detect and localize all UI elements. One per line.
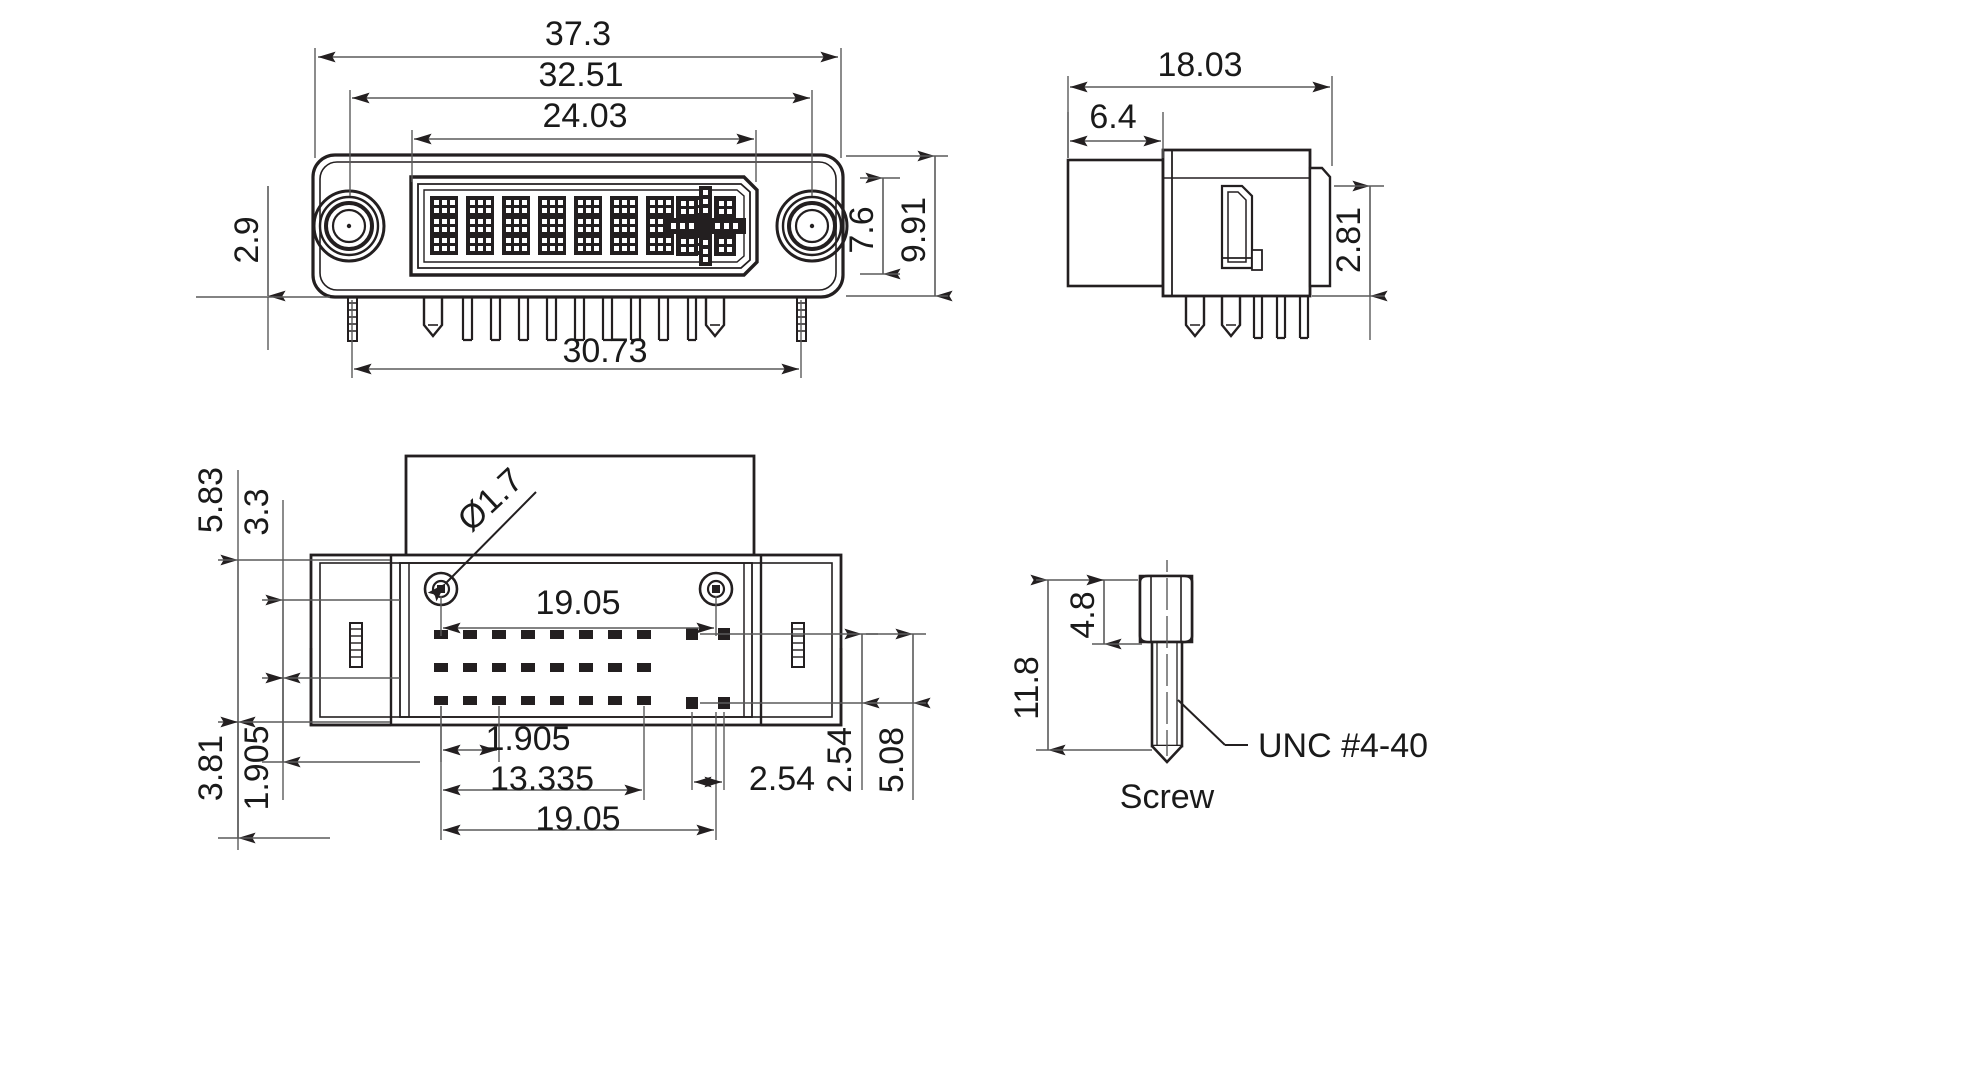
dim-30-73: 30.73: [562, 332, 647, 370]
dim-32-51: 32.51: [538, 56, 623, 94]
dim-4-8: 4.8: [1064, 591, 1102, 638]
dim-13-335: 13.335: [490, 760, 594, 798]
dim-2-54-vert: 2.54: [821, 727, 859, 793]
dim-37-3: 37.3: [545, 15, 611, 53]
bottom-mounting-hole-right: [698, 571, 734, 607]
pad-row-3: [434, 696, 651, 705]
screw-thread-callout: UNC #4-40: [1258, 727, 1428, 765]
bottom-main-plate: [309, 553, 843, 727]
side-front-flange: [1066, 158, 1165, 288]
dim-19-05-total: 19.05: [535, 800, 620, 838]
side-rear-shroud: [1220, 166, 1332, 288]
dim-19-05-holes: 19.05: [535, 584, 620, 622]
dim-6-4: 6.4: [1089, 98, 1136, 136]
bottom-diameter-leader: [427, 491, 537, 602]
pad-row-2: [434, 663, 651, 672]
dim-1-905-left: 1.905: [238, 725, 276, 810]
dim-1-905-bottom: 1.905: [485, 720, 570, 758]
dim-11-8: 11.8: [1008, 656, 1046, 720]
dim-5-83: 5.83: [192, 467, 230, 533]
dim-3-3: 3.3: [238, 488, 276, 535]
screw-head: [1138, 574, 1194, 644]
screw-dimension-lines: [1030, 574, 1248, 756]
dim-5-08: 5.08: [873, 727, 911, 793]
front-left-mounting-boss: [312, 189, 386, 263]
dim-24-03: 24.03: [542, 97, 627, 135]
side-solder-tails: [1184, 296, 1310, 340]
screw-caption: Screw: [1120, 778, 1215, 816]
bottom-dimension-lines: [218, 470, 931, 850]
dim-2-81: 2.81: [1330, 207, 1368, 273]
front-dimension-lines: [196, 48, 953, 378]
dim-2-9: 2.9: [228, 216, 266, 263]
front-analog-cross-contacts: [666, 186, 746, 266]
bottom-view: 5.83 3.3 3.81 1.905 Ø1.7 19.05 1.905 13.…: [192, 454, 931, 850]
dim-18-03: 18.03: [1157, 46, 1242, 84]
side-view: 18.03 6.4 2.81: [1066, 46, 1388, 340]
dim-3-81: 3.81: [192, 735, 230, 801]
side-dimension-lines: [1067, 76, 1388, 340]
front-view: 37.3 32.51 24.03 2.9 7.6 9.91 30.73: [196, 15, 953, 378]
dim-2-54-right: 2.54: [749, 760, 815, 798]
dim-9-91: 9.91: [895, 197, 933, 263]
bottom-rear-block: [404, 454, 756, 560]
dvi-shield-outline: [409, 175, 759, 277]
dim-7-6: 7.6: [843, 206, 881, 253]
screw-detail-view: 11.8 4.8 UNC #4-40 Screw: [1008, 560, 1428, 816]
front-right-mounting-boss: [775, 189, 849, 263]
